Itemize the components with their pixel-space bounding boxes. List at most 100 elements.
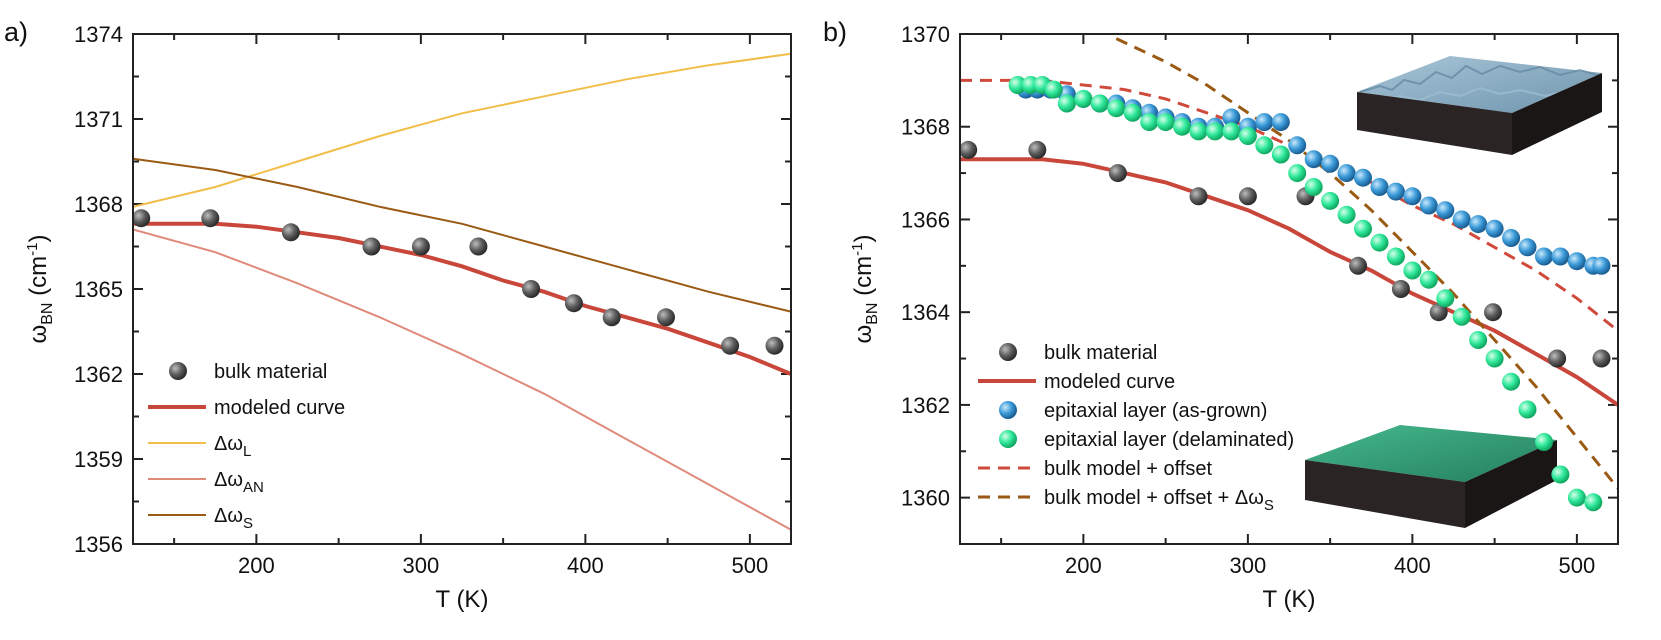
point-epitaxial-layer-delaminated xyxy=(1535,433,1553,451)
point-epitaxial-layer-as-grown xyxy=(1222,108,1241,127)
panel-a-y-axis-label: ωBN (cm-1) xyxy=(24,235,56,344)
point-bulk-material xyxy=(657,308,675,327)
point-epitaxial-layer-delaminated xyxy=(1502,372,1521,391)
point-epitaxial-layer-delaminated xyxy=(1304,178,1323,196)
y-tick-label: 1360 xyxy=(901,486,950,511)
point-epitaxial-layer-as-grown xyxy=(1321,154,1340,173)
point-epitaxial-layer-as-grown xyxy=(1518,238,1537,257)
point-bulk-material xyxy=(960,140,978,159)
panel-b-y-axis-label: ωBN (cm-1) xyxy=(849,235,881,344)
point-bulk-material xyxy=(133,209,151,228)
x-tick-label: 500 xyxy=(732,553,769,578)
series-line-omega-s xyxy=(133,157,791,313)
panel-b-plot-frame xyxy=(959,33,1619,545)
y-tick-label: 1359 xyxy=(74,447,123,472)
series-line-modeled-curve xyxy=(960,157,1618,407)
point-epitaxial-layer-as-grown xyxy=(1304,150,1323,169)
point-epitaxial-layer-as-grown xyxy=(1502,229,1521,247)
point-epitaxial-layer-delaminated xyxy=(1222,122,1241,141)
x-tick-label: 400 xyxy=(567,553,604,578)
point-bulk-material xyxy=(469,237,488,256)
point-epitaxial-layer-delaminated xyxy=(1436,289,1455,308)
point-epitaxial-layer-as-grown xyxy=(1436,201,1455,220)
legend-label: epitaxial layer (delaminated) xyxy=(1044,429,1294,451)
legend-label: ΔωL xyxy=(214,433,251,460)
point-bulk-material xyxy=(1429,303,1448,322)
point-epitaxial-layer-delaminated xyxy=(1140,113,1159,132)
point-bulk-material xyxy=(1108,164,1127,183)
series-line-omega-an xyxy=(133,228,791,531)
point-epitaxial-layer-as-grown xyxy=(1567,252,1586,271)
point-epitaxial-layer-as-grown xyxy=(1592,256,1611,275)
point-epitaxial-layer-delaminated xyxy=(1452,307,1471,326)
legend-entry-modeled-curve: modeled curve xyxy=(148,397,345,419)
point-bulk-material xyxy=(1391,280,1410,298)
point-bulk-material xyxy=(1548,349,1567,368)
point-epitaxial-layer-delaminated xyxy=(1074,89,1093,108)
legend-label: bulk model + offset + ΔωS xyxy=(1044,487,1274,514)
point-epitaxial-layer-delaminated xyxy=(1123,103,1142,122)
legend-marker xyxy=(169,362,187,380)
point-epitaxial-layer-delaminated xyxy=(1370,233,1389,252)
point-bulk-material xyxy=(201,209,220,228)
y-tick-label: 1374 xyxy=(74,22,123,47)
y-tick-label: 1368 xyxy=(74,192,123,217)
panel-a-data xyxy=(133,52,791,531)
point-epitaxial-layer-as-grown xyxy=(1288,136,1307,155)
point-epitaxial-layer-delaminated xyxy=(1419,270,1438,289)
point-epitaxial-layer-delaminated xyxy=(1567,488,1586,507)
point-epitaxial-layer-delaminated xyxy=(1008,76,1027,94)
legend-entry-omega-s: ΔωS xyxy=(148,505,253,532)
point-epitaxial-layer-delaminated xyxy=(1584,493,1603,512)
point-epitaxial-layer-delaminated xyxy=(1156,113,1175,132)
panel-a-x-axis-label: T (K) xyxy=(436,586,489,613)
point-epitaxial-layer-as-grown xyxy=(1271,113,1290,132)
series-line-bulk-model-offset xyxy=(960,78,1618,332)
point-epitaxial-layer-delaminated xyxy=(1189,122,1208,141)
point-epitaxial-layer-delaminated xyxy=(1255,136,1274,155)
panel-b-x-axis-label: T (K) xyxy=(1263,586,1316,613)
point-epitaxial-layer-as-grown xyxy=(1337,164,1356,183)
legend-entry-epitaxial-layer-delaminated: epitaxial layer (delaminated) xyxy=(999,429,1294,451)
point-bulk-material xyxy=(522,280,541,298)
point-bulk-material xyxy=(281,223,300,242)
panel-b-legend: bulk material modeled curve epitaxial laye… xyxy=(978,342,1294,514)
point-epitaxial-layer-as-grown xyxy=(1370,178,1389,196)
y-tick-label: 1370 xyxy=(901,22,950,47)
point-epitaxial-layer-delaminated xyxy=(1090,94,1109,113)
point-epitaxial-layer-delaminated xyxy=(1206,122,1224,141)
point-epitaxial-layer-as-grown xyxy=(1386,182,1405,201)
point-epitaxial-layer-delaminated xyxy=(1485,349,1504,368)
legend-label: epitaxial layer (as-grown) xyxy=(1044,400,1267,422)
legend-entry-modeled-curve: modeled curve xyxy=(978,371,1175,393)
point-bulk-material xyxy=(1484,303,1502,322)
point-epitaxial-layer-delaminated xyxy=(1551,465,1570,484)
x-tick-label: 200 xyxy=(238,553,275,578)
point-epitaxial-layer-as-grown xyxy=(1535,247,1553,266)
point-bulk-material xyxy=(721,336,740,355)
panel-b-data xyxy=(960,37,1618,512)
point-epitaxial-layer-delaminated xyxy=(1469,331,1488,349)
point-bulk-material xyxy=(362,237,381,256)
legend-entry-omega-l: ΔωL xyxy=(148,433,251,460)
legend-label: bulk material xyxy=(1044,342,1157,364)
x-tick-label: 300 xyxy=(403,553,440,578)
point-epitaxial-layer-delaminated xyxy=(1044,80,1063,99)
y-tick-label: 1368 xyxy=(901,115,950,140)
legend-marker xyxy=(999,343,1017,361)
series-line-bulk-model-offset-omega-s xyxy=(1115,37,1618,490)
y-tick-label: 1364 xyxy=(901,300,950,325)
svg-text:ωBN (cm-1): ωBN (cm-1) xyxy=(849,235,881,344)
point-epitaxial-layer-as-grown xyxy=(1452,210,1471,229)
x-tick-label: 500 xyxy=(1559,553,1596,578)
series-line-omega-l xyxy=(133,52,791,208)
y-tick-label: 1362 xyxy=(901,393,950,418)
point-bulk-material xyxy=(1238,187,1257,206)
point-epitaxial-layer-delaminated xyxy=(1337,205,1356,224)
x-tick-label: 300 xyxy=(1230,553,1267,578)
point-bulk-material xyxy=(602,308,621,327)
